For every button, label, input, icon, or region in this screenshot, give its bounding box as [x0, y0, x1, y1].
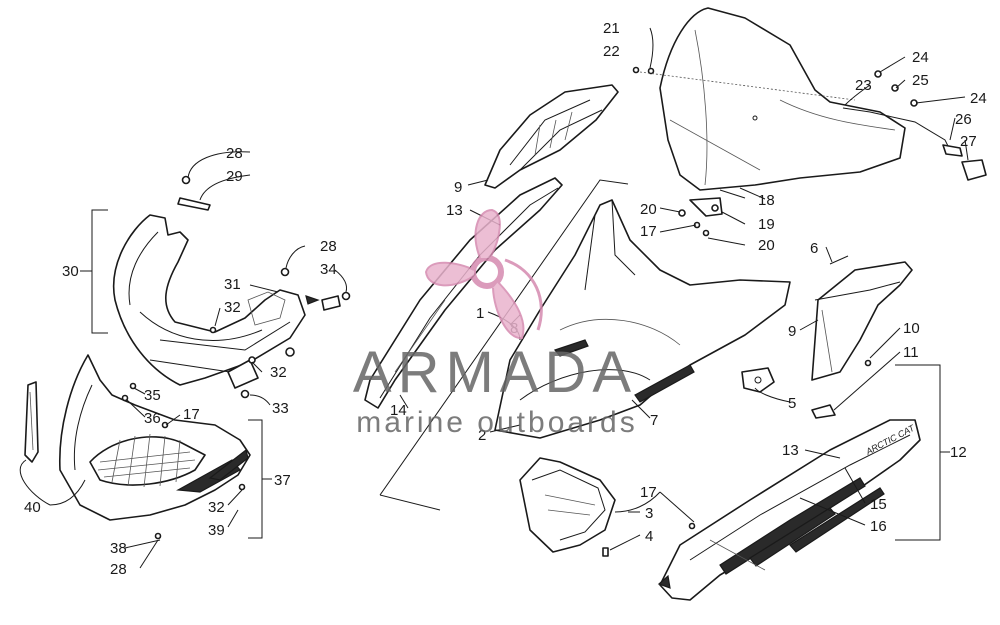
callout-26: 26	[955, 111, 972, 128]
callout-21: 21	[603, 20, 620, 37]
callout-22: 22	[603, 43, 620, 60]
hood-assembly	[364, 84, 791, 557]
callout-6: 6	[810, 240, 818, 257]
callout-28-bottom: 28	[110, 561, 127, 578]
callout-12: 12	[950, 444, 967, 461]
callout-28-top: 28	[226, 145, 243, 162]
callout-4: 4	[645, 528, 653, 545]
propeller-blade-left	[424, 261, 475, 287]
callout-13-right: 13	[782, 442, 799, 459]
callout-25: 25	[912, 72, 929, 89]
callout-40: 40	[24, 499, 41, 516]
leader-lines	[19, 27, 969, 569]
callout-19: 19	[758, 216, 775, 233]
callout-29: 29	[226, 168, 243, 185]
callout-18: 18	[758, 192, 775, 209]
grille-mesh	[97, 433, 196, 488]
callout-39: 39	[208, 522, 225, 539]
callout-32-top: 32	[224, 299, 241, 316]
callout-9-right: 9	[788, 323, 796, 340]
callout-20-top: 20	[640, 201, 657, 218]
callout-17-center: 17	[640, 223, 657, 240]
callout-13-center: 13	[446, 202, 463, 219]
callout-16: 16	[870, 518, 887, 535]
callout-11: 11	[903, 344, 919, 361]
callout-36: 36	[144, 410, 161, 427]
callout-35: 35	[144, 387, 161, 404]
callout-5: 5	[788, 395, 796, 412]
callout-3: 3	[645, 505, 653, 522]
callout-17-left: 17	[183, 406, 200, 423]
watermark-tagline: marine outboards	[356, 406, 637, 439]
callout-32-mid: 32	[270, 364, 287, 381]
callout-20-bottom: 20	[758, 237, 775, 254]
callout-14: 14	[390, 402, 407, 419]
callout-23: 23	[855, 77, 872, 94]
callout-30: 30	[62, 263, 79, 280]
callout-17-bottom: 17	[640, 484, 657, 501]
callout-27: 27	[960, 133, 977, 150]
callout-24-bottom: 24	[970, 90, 987, 107]
callout-10: 10	[903, 320, 920, 337]
callout-34: 34	[320, 261, 337, 278]
callout-2: 2	[478, 427, 486, 444]
nose-cone-assembly	[24, 175, 351, 540]
callout-33: 33	[272, 400, 289, 417]
propeller-blade-right	[492, 281, 525, 340]
callout-32-bottom: 32	[208, 499, 225, 516]
windshield-assembly	[632, 7, 987, 237]
callout-37: 37	[274, 472, 291, 489]
callout-1: 1	[476, 305, 484, 322]
side-panel-assembly: ARCTIC CAT	[657, 255, 921, 601]
callout-labels: 1 2 3 4 5 6 7 8 9 9 10 11 12 13 13 14 15…	[24, 20, 987, 578]
watermark: ARMADA marine outboards	[353, 208, 637, 439]
callout-28-mid: 28	[320, 238, 337, 255]
propeller-logo	[424, 208, 543, 340]
watermark-brand: ARMADA	[353, 340, 637, 405]
callout-7: 7	[650, 412, 658, 429]
callout-24-top: 24	[912, 49, 929, 66]
callout-31: 31	[224, 276, 241, 293]
callout-9-top: 9	[454, 179, 462, 196]
propeller-swirl	[504, 258, 543, 331]
propeller-blade-top	[474, 208, 501, 259]
callout-38: 38	[110, 540, 127, 557]
callout-15: 15	[870, 496, 887, 513]
